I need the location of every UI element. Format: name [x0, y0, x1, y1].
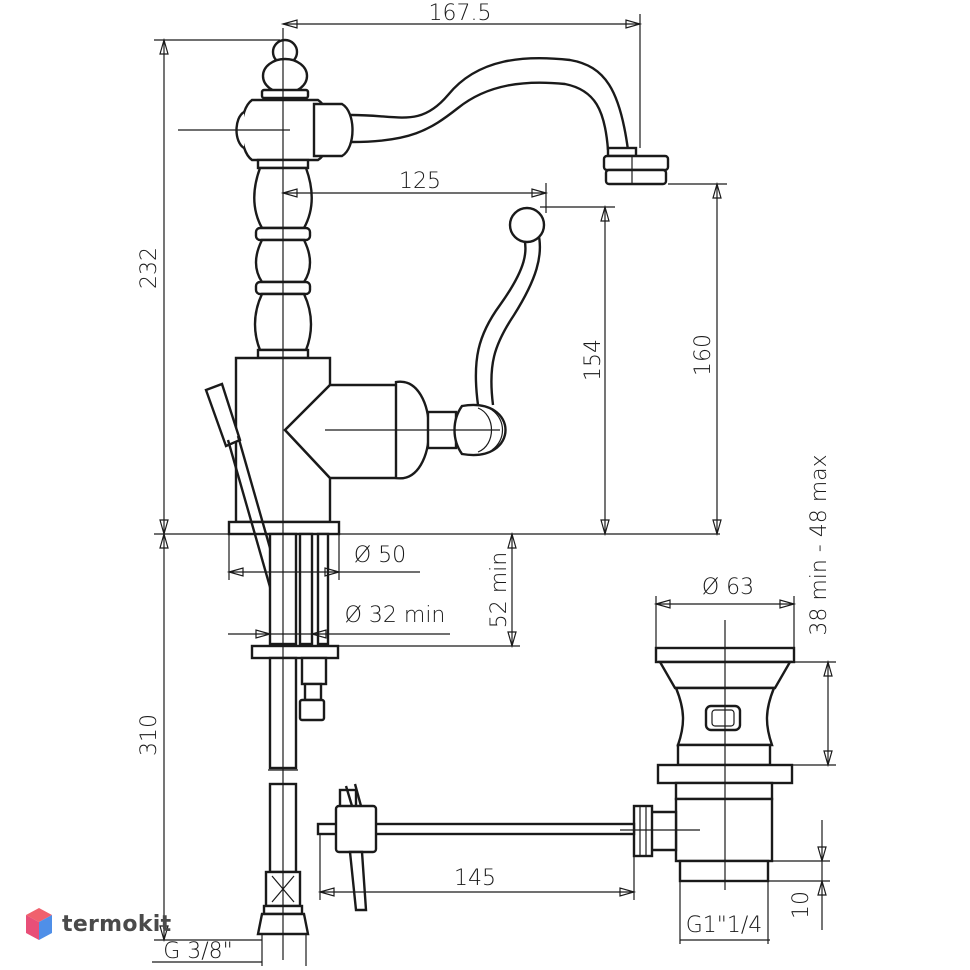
- dim-hose-thread: G 3/8": [163, 939, 233, 964]
- dim-base-diameter: Ø 50: [354, 543, 406, 568]
- faucet-hose-assembly: [250, 532, 340, 936]
- dim-hose-length: 310: [137, 714, 162, 756]
- dim-total-height: 232: [137, 247, 162, 289]
- drain-assembly: [632, 646, 796, 883]
- faucet-body: [227, 356, 507, 536]
- dim-counter-thickness: 38 min - 48 max: [807, 454, 832, 635]
- dim-handle-reach: 125: [399, 169, 441, 194]
- faucet-lever-handle: [474, 206, 546, 406]
- dim-handle-height: 154: [581, 339, 606, 381]
- dim-drain-diameter: Ø 63: [702, 575, 754, 600]
- dim-hole-diameter: Ø 32 min: [345, 603, 446, 628]
- dim-spout-reach: 167.5: [429, 1, 492, 26]
- cube-logo-icon: [26, 908, 52, 940]
- dimension-lines: [152, 14, 836, 966]
- center-lines: [178, 28, 726, 960]
- dim-drain-thread-height: 10: [789, 891, 814, 919]
- brand-logo: termokit: [24, 906, 171, 942]
- faucet-top-knob: [235, 38, 354, 162]
- dim-rod-length: 145: [454, 866, 496, 891]
- brand-name: termokit: [62, 911, 172, 937]
- dimension-labels: 167.5 125 232 154 160 310 Ø 50 Ø 32 min …: [137, 1, 832, 964]
- dim-drain-thread: G1"1/4: [686, 913, 763, 938]
- dim-spout-height: 160: [691, 334, 716, 376]
- dim-mount-length: 52 min: [487, 552, 512, 628]
- drain-pull-rod: [316, 783, 636, 912]
- faucet-spout: [332, 56, 670, 186]
